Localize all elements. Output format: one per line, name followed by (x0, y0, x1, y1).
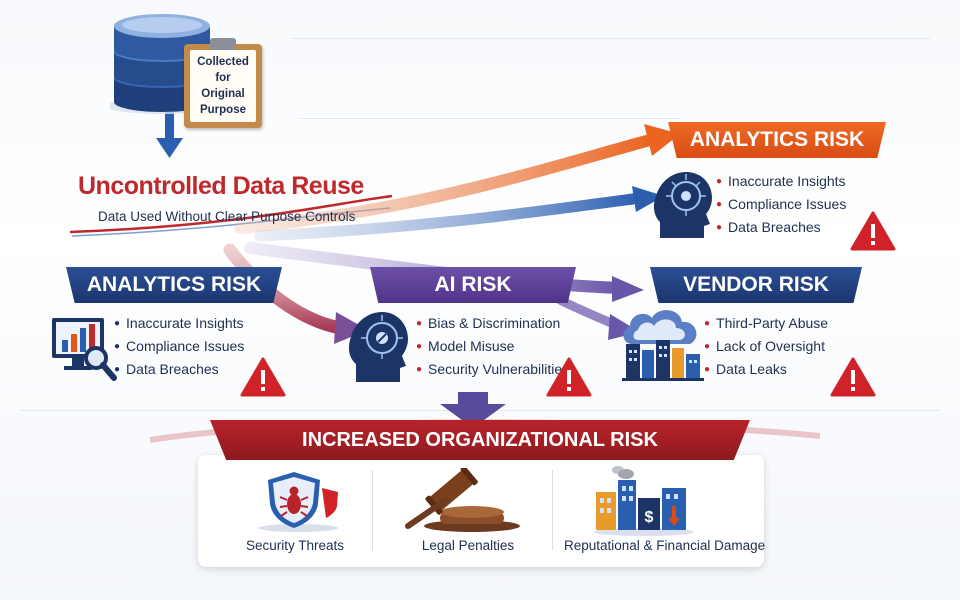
damaged-buildings-icon: $ (594, 466, 694, 536)
ai-risk-list: ●Bias & Discrimination ●Model Misuse ●Se… (416, 312, 569, 381)
warning-icon (850, 211, 896, 251)
ai-head-icon (348, 312, 408, 382)
list-item: ●Lack of Oversight (704, 338, 825, 354)
list-item: ●Data Breaches (716, 219, 821, 235)
analytics-monitor-icon (52, 318, 117, 381)
warning-icon (240, 357, 286, 397)
list-item: ●Data Leaks (704, 361, 787, 377)
warning-icon (546, 357, 592, 397)
svg-text:$: $ (645, 509, 654, 526)
banner-label: ANALYTICS RISK (86, 273, 262, 296)
banner-label: VENDOR RISK (683, 273, 829, 296)
clipboard-paper (190, 50, 256, 122)
analytics-risk-top-list: ●Inaccurate Insights ●Compliance Issues … (716, 170, 846, 239)
gavel-icon (405, 468, 520, 532)
down-arrow-icon (156, 112, 183, 158)
ai-risk-banner: AI RISK (370, 267, 576, 303)
list-item: ●Compliance Issues (114, 338, 245, 354)
clipboard-text: Collected for Original Purpose (190, 54, 256, 118)
divider (552, 470, 553, 550)
background-rule (300, 118, 680, 119)
vendor-risk-banner: VENDOR RISK (650, 267, 862, 303)
organizational-risk-banner: INCREASED ORGANIZATIONAL RISK (210, 420, 750, 460)
source-subtitle: Data Used Without Clear Purpose Controls (98, 209, 356, 224)
source-title: Uncontrolled Data Reuse (78, 172, 364, 200)
clipboard-line: for (215, 72, 231, 84)
organizational-risk-title: INCREASED ORGANIZATIONAL RISK (302, 428, 658, 451)
vendor-risk-list: ●Third-Party Abuse ●Lack of Oversight ●D… (704, 312, 828, 381)
clipboard-line: Purpose (199, 104, 246, 116)
background-rule (290, 38, 930, 39)
cloud-city-icon (622, 310, 704, 381)
list-item: ●Bias & Discrimination (416, 315, 561, 331)
impact-label-legal: Legal Penalties (421, 538, 515, 553)
analytics-risk-left-banner: ANALYTICS RISK (66, 267, 282, 303)
analytics-risk-top-banner: ANALYTICS RISK (668, 122, 886, 158)
list-item: ●Third-Party Abuse (704, 315, 829, 331)
bug-shield-icon (258, 472, 338, 532)
banner-label: AI RISK (434, 273, 512, 296)
clipboard-line: Original (201, 88, 245, 100)
analytics-risk-left-list: ●Inaccurate Insights ●Compliance Issues … (114, 312, 244, 381)
banner-label: ANALYTICS RISK (689, 128, 865, 151)
clipboard-clip-icon (210, 38, 236, 50)
list-item: ●Security Vulnerabilities (416, 361, 570, 377)
divider (372, 470, 373, 550)
impact-label-security: Security Threats (245, 538, 345, 553)
list-item: ●Inaccurate Insights (114, 315, 244, 331)
list-item: ●Inaccurate Insights (716, 173, 846, 189)
warning-icon (830, 357, 876, 397)
clipboard-line: Collected (197, 56, 249, 68)
list-item: ●Compliance Issues (716, 196, 847, 212)
list-item: ●Model Misuse (416, 338, 515, 354)
clipboard: Collected for Original Purpose (184, 38, 262, 128)
list-item: ●Data Breaches (114, 361, 219, 377)
impact-label-reputation: Reputational & Financial Damage (564, 538, 766, 553)
ai-head-icon (653, 172, 712, 238)
